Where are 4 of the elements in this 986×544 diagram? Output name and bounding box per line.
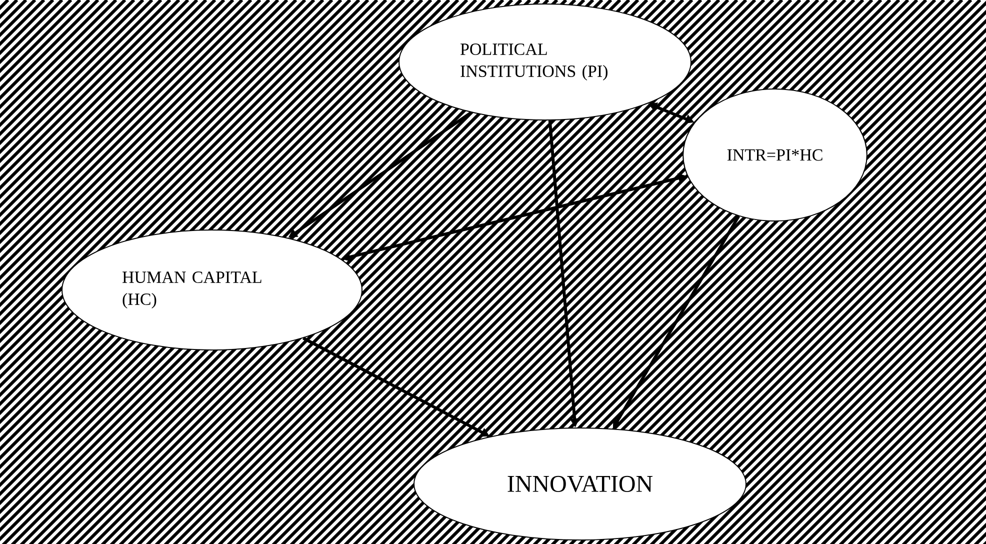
oval-node: INNOVATION bbox=[414, 428, 746, 540]
oval-node: POLITICAL INSTITUTIONS (PI) bbox=[398, 4, 692, 120]
oval-node: INTR=PI*HC bbox=[682, 88, 868, 222]
oval-node: HUMAN CAPITAL (HC) bbox=[62, 230, 362, 350]
